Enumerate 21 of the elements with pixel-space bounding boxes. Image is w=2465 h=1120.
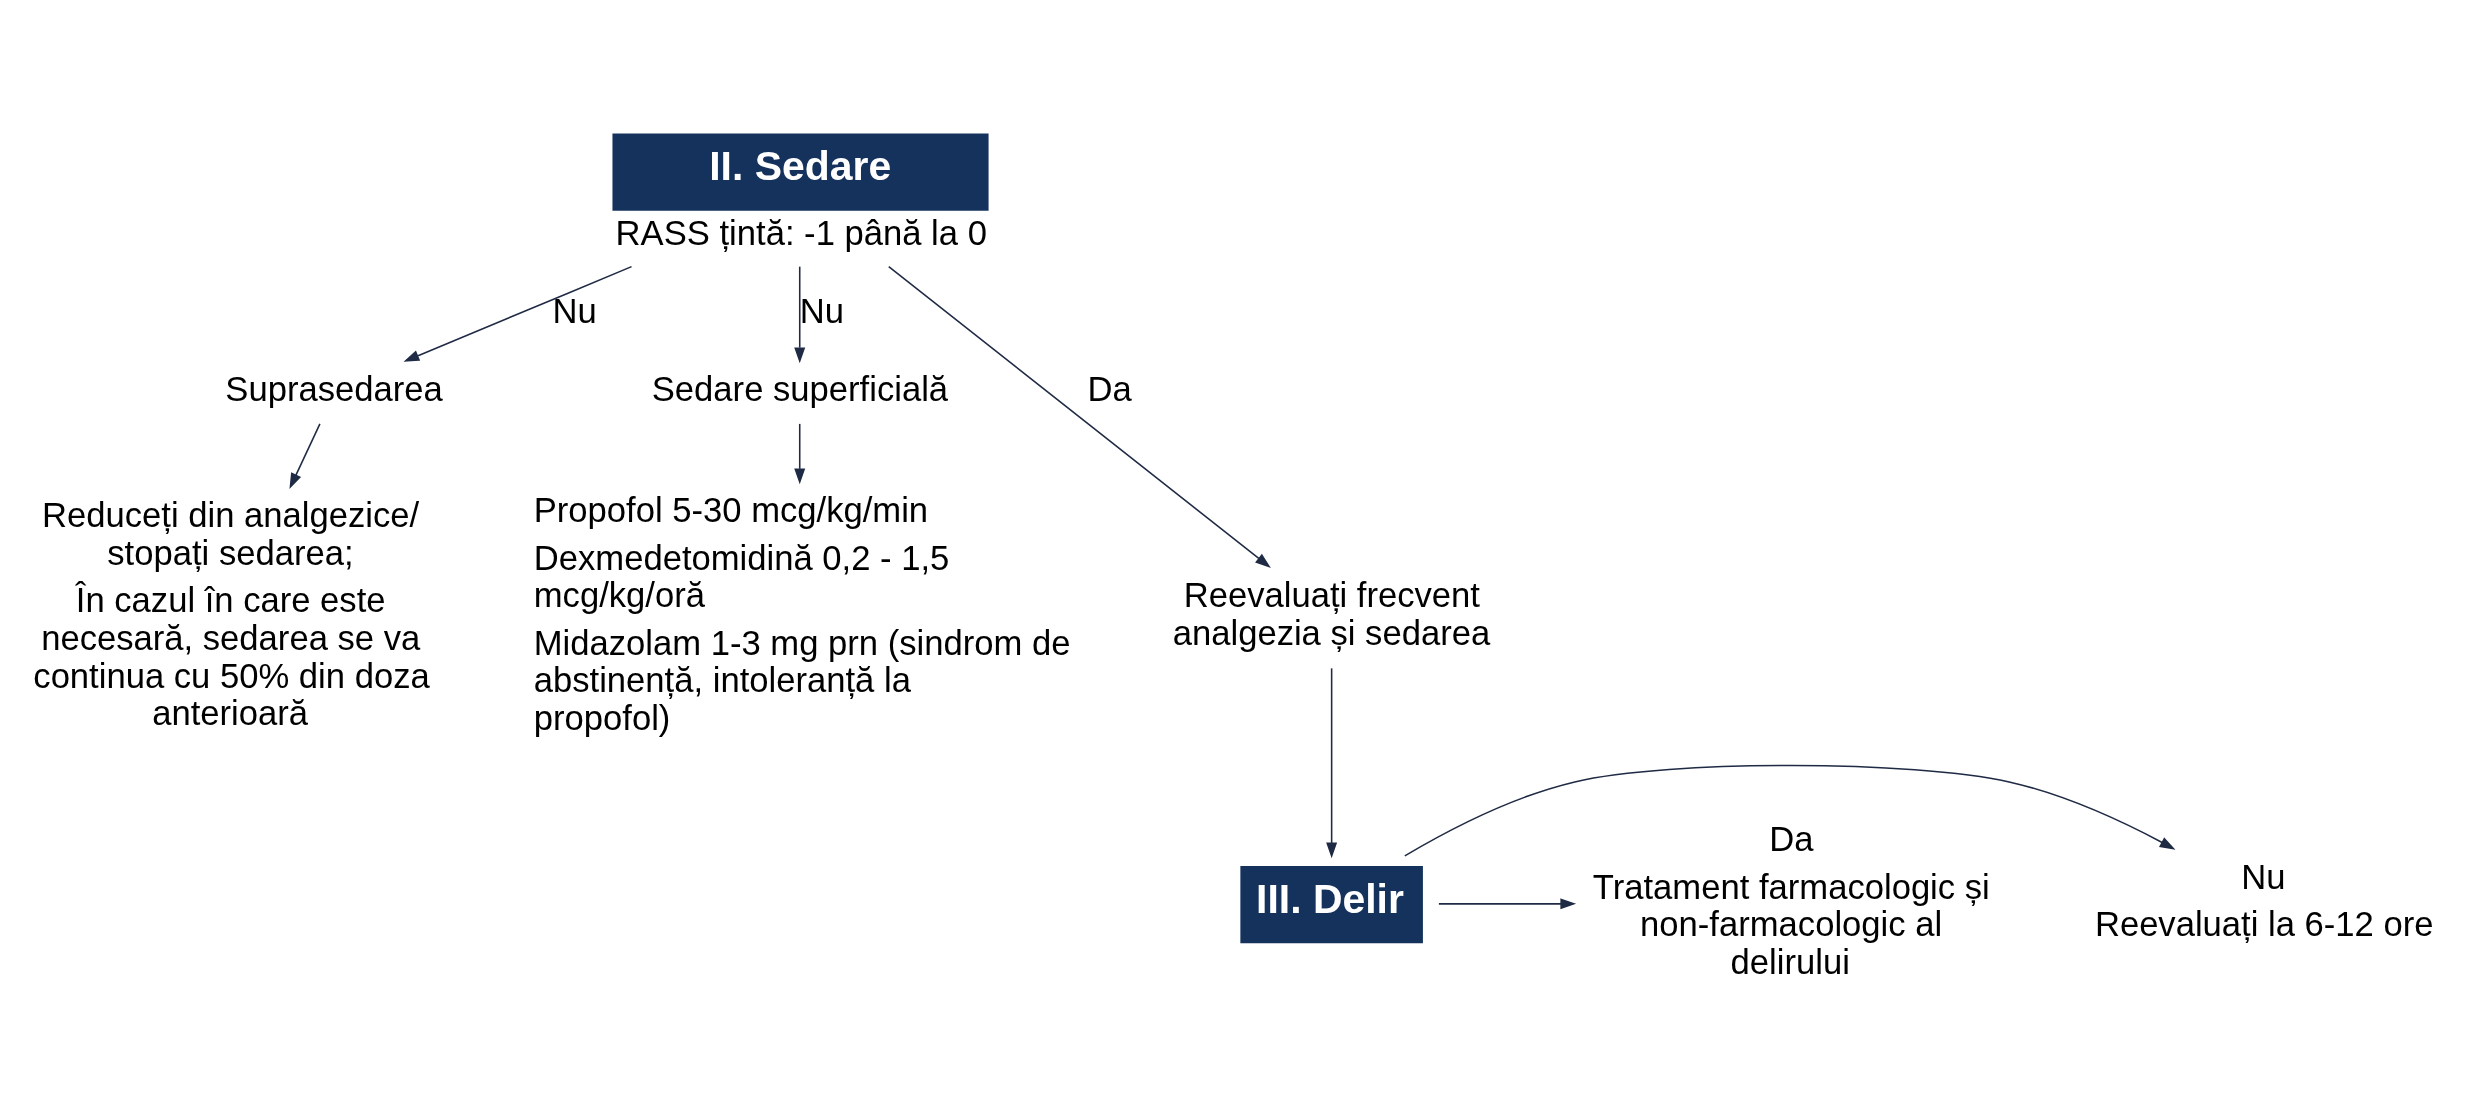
- node-label: RASS țintă: -1 până la 0: [615, 213, 987, 252]
- edge-label: Da: [1087, 370, 1132, 409]
- arrow: [1438, 898, 1577, 910]
- arrow: [1404, 764, 2176, 857]
- node-box: III. Delir: [1240, 866, 1423, 944]
- node-text: Reevaluați frecvent analgezia și sedarea: [1172, 576, 1491, 653]
- node-text: Da Tratament farmacologic și non-farmacologic al delirului: [1592, 820, 1990, 982]
- edge-label: Nu: [799, 291, 844, 330]
- edge-label: Nu: [552, 291, 597, 330]
- node-text: Propofol 5-30 mcg/kg/min Dexmedetomidină 0,2 - 1,5 mcg/kg/oră Midazolam 1-3 mg prn (sindrom de abstinență, intoleranță la propofol): [533, 491, 1071, 738]
- node-text: Reduceți din analgezice/ stopați sedarea; În cazul în care este necesară, sedarea se va continua cu 50% din doza anterioară: [33, 496, 430, 733]
- node-box: II. Sedare: [612, 133, 989, 211]
- arrow: [289, 423, 321, 489]
- arrow: [794, 265, 806, 364]
- node-text: Suprasedarea: [225, 370, 443, 409]
- node-text: Nu Reevaluați la 6-12 ore: [2094, 858, 2434, 944]
- node-text: Sedare superficială: [651, 370, 949, 409]
- arrow: [1326, 667, 1338, 859]
- arrow: [403, 265, 633, 362]
- arrow: [794, 423, 806, 485]
- arrow: [887, 265, 1271, 568]
